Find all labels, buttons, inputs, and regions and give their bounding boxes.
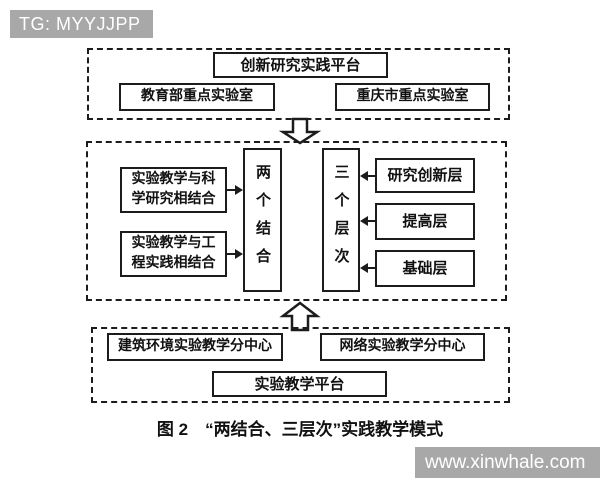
combinations-levels-group <box>86 141 507 301</box>
moe-key-lab-box: 教育部重点实验室 <box>119 83 275 111</box>
teaching-platform-group <box>91 327 510 403</box>
level-research-innovation-box: 研究创新层 <box>375 158 475 193</box>
watermark-bottom-right: www.xinwhale.com <box>415 447 600 478</box>
network-center-box: 网络实验教学分中心 <box>320 333 485 361</box>
chongqing-key-lab-box: 重庆市重点实验室 <box>335 83 490 111</box>
innovation-platform-group <box>87 48 510 120</box>
three-levels-label: 三个层次 <box>332 164 351 276</box>
watermark-top-left: TG: MYYJJPP <box>10 10 153 38</box>
arrow-up-icon <box>279 301 321 332</box>
level-improvement-box: 提高层 <box>375 203 475 240</box>
innovation-platform-box: 创新研究实践平台 <box>213 52 388 78</box>
arrow-down-icon <box>278 117 322 145</box>
three-levels-box: 三个层次 <box>322 148 360 292</box>
two-combinations-label: 两个结合 <box>254 164 272 276</box>
combination-science-box: 实验教学与科学研究相结合 <box>120 167 227 213</box>
building-environment-center-box: 建筑环境实验教学分中心 <box>107 333 283 361</box>
experiment-teaching-platform-box: 实验教学平台 <box>212 371 387 397</box>
level-basic-box: 基础层 <box>375 250 475 287</box>
combination-engineering-box: 实验教学与工程实践相结合 <box>120 231 227 277</box>
figure-caption: 图 2 “两结合、三层次”实践教学模式 <box>156 420 444 439</box>
two-combinations-box: 两个结合 <box>243 148 282 292</box>
